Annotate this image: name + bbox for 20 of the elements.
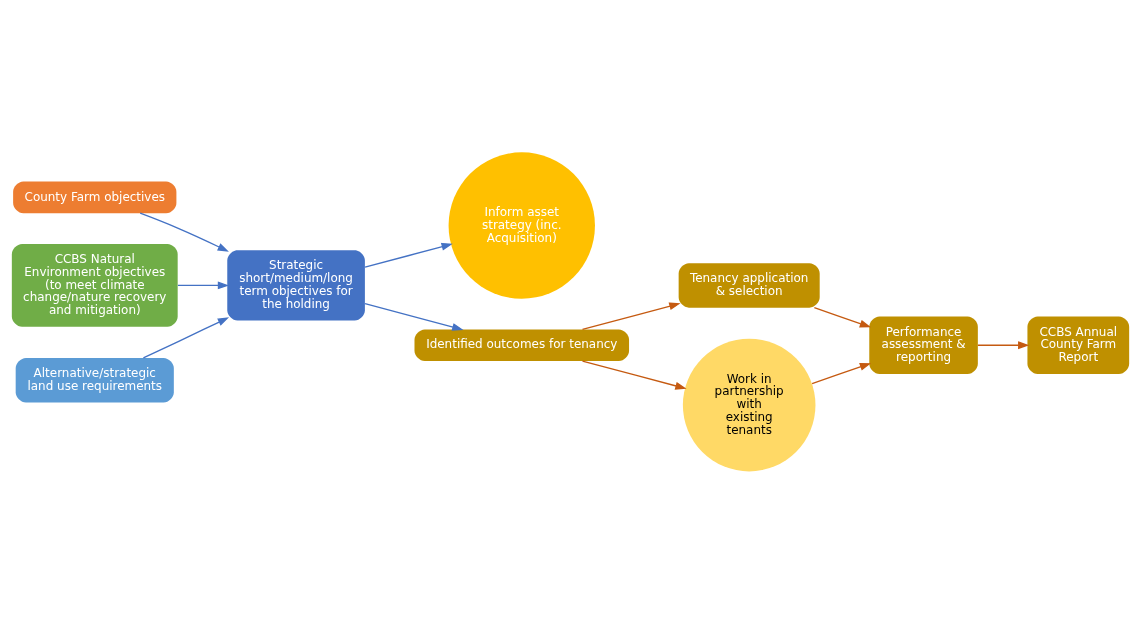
- arrow: [142, 317, 230, 359]
- arrow: [177, 281, 230, 290]
- arrow: [364, 302, 464, 331]
- arrow: [139, 212, 229, 252]
- arrow: [581, 360, 687, 390]
- node-box: County Farm objectives: [13, 181, 177, 214]
- node-box: CCBS Natural Environment objectives (to meet climate change/nature recovery and mitigation): [11, 243, 178, 327]
- node-box: Performance assessment & reporting: [869, 316, 978, 374]
- arrow: [364, 242, 453, 268]
- arrow: [813, 307, 872, 328]
- arrow: [811, 363, 872, 385]
- node-box: Tenancy application & selection: [678, 263, 820, 308]
- node-box: Identified outcomes for tenancy: [414, 329, 630, 362]
- node-circle: Inform asset strategy (inc. Acquisition): [448, 152, 595, 299]
- node-box: Alternative/strategic land use requirements: [15, 358, 174, 403]
- arrow: [581, 302, 681, 331]
- node-circle: Work in partnership with existing tenants: [682, 338, 816, 472]
- node-box: Strategic short/medium/long term objectives for the holding: [227, 250, 365, 321]
- node-box: CCBS Annual County Farm Report: [1027, 316, 1130, 374]
- arrow: [977, 341, 1030, 350]
